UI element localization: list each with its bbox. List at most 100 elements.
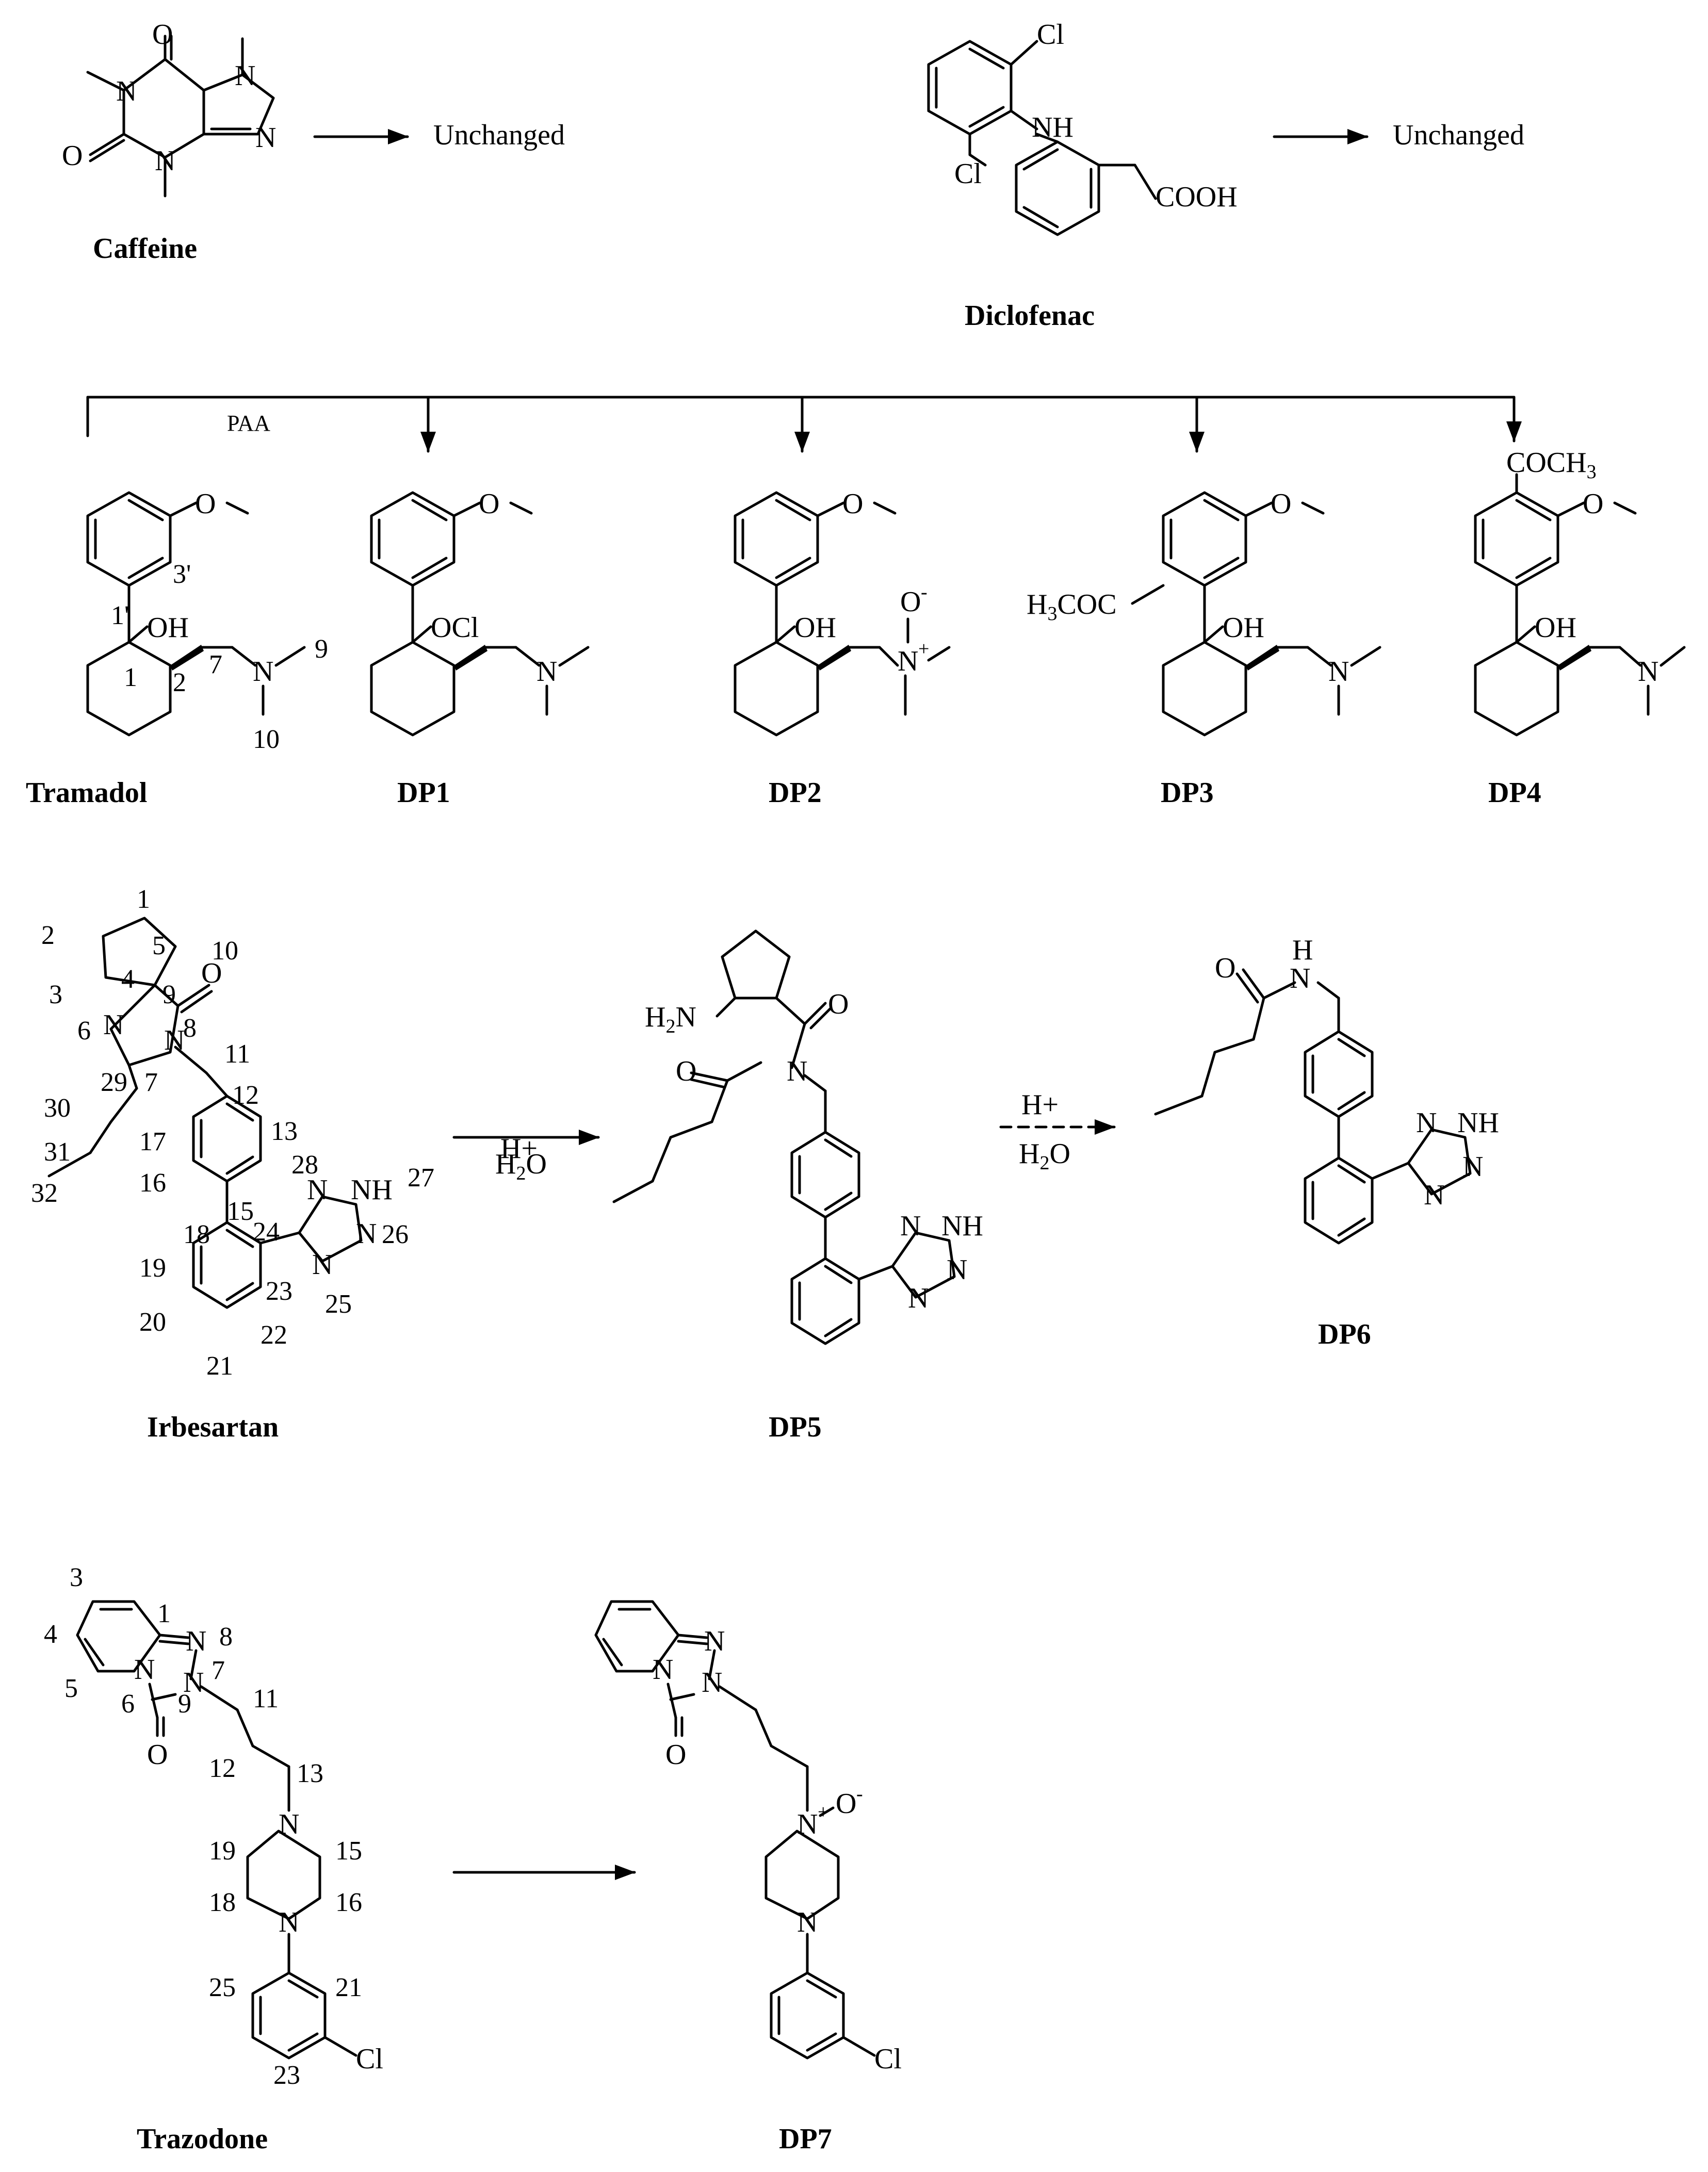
trazodone-locants: 1 3 4 5 6 7 8 9 11 12 13 15 16 18 19 21 … bbox=[44, 1563, 362, 2090]
tetrazole-n-label: N bbox=[307, 1174, 328, 1206]
locant: 3 bbox=[70, 1563, 83, 1592]
tetrazole-n-label: N bbox=[312, 1249, 333, 1281]
carbonyl-o-label: O bbox=[1215, 952, 1235, 984]
carbonyl-o-label: O bbox=[152, 19, 173, 51]
locant: 27 bbox=[408, 1163, 434, 1193]
locant: 5 bbox=[64, 1674, 78, 1703]
bond bbox=[927, 646, 951, 662]
locant: 6 bbox=[121, 1689, 135, 1719]
locant: 19 bbox=[209, 1836, 236, 1866]
amide-n-label: N bbox=[1290, 962, 1310, 994]
diclofenac-name: Diclofenac bbox=[965, 300, 1095, 332]
locant: 8 bbox=[183, 1014, 197, 1043]
carbonyl-o-label: O bbox=[147, 1739, 168, 1771]
tetrazole-nh-label: NH bbox=[351, 1174, 393, 1206]
n-label: N bbox=[702, 1667, 722, 1699]
methoxy-o-label: O bbox=[479, 488, 499, 520]
locant: 2 bbox=[41, 921, 55, 950]
acetyl-h-label: H3COC bbox=[1027, 589, 1117, 625]
nh-label: NH bbox=[1032, 111, 1073, 143]
locant: 1 bbox=[157, 1599, 171, 1628]
hydroxyl-label: OH bbox=[1223, 612, 1264, 644]
locant: 13 bbox=[297, 1759, 323, 1788]
bond bbox=[558, 646, 590, 667]
hydroxyl-label: OH bbox=[147, 612, 189, 644]
locant: 11 bbox=[224, 1039, 250, 1069]
reagent-water: H2O bbox=[495, 1148, 547, 1184]
piperazine-n-label: N bbox=[797, 1906, 818, 1938]
locant: 2 bbox=[173, 668, 186, 697]
tramadol-branch-lines bbox=[86, 396, 1522, 453]
bond bbox=[231, 646, 257, 667]
locant: 23 bbox=[273, 2061, 300, 2090]
dp7-structure bbox=[594, 1600, 876, 2060]
n-label: N bbox=[787, 1055, 807, 1087]
locant: 16 bbox=[335, 1888, 362, 1917]
bond bbox=[514, 646, 541, 667]
dp6-structure bbox=[1154, 968, 1472, 1245]
n-oxide-n-label: N bbox=[797, 1808, 818, 1840]
locant: 1 bbox=[124, 663, 137, 692]
locant: 26 bbox=[382, 1220, 409, 1249]
locant: 22 bbox=[261, 1320, 287, 1350]
locant: 16 bbox=[139, 1168, 166, 1198]
locant: 19 bbox=[139, 1253, 166, 1283]
locant: 13 bbox=[271, 1117, 298, 1146]
locant: 3 bbox=[49, 980, 62, 1009]
n-label: N bbox=[704, 1625, 725, 1657]
tetrazole-n-label: N bbox=[947, 1254, 967, 1286]
locant: 15 bbox=[227, 1197, 254, 1226]
diclofenac-structure: Cl Cl NH COOH bbox=[927, 19, 1238, 236]
piperazine-n-label: N bbox=[279, 1808, 299, 1840]
bond bbox=[878, 646, 899, 667]
trazodone-structure bbox=[76, 1600, 357, 2060]
tetrazole-n-label: N bbox=[1416, 1107, 1437, 1139]
tetrazole-n-label: N bbox=[356, 1218, 377, 1250]
locant: 30 bbox=[44, 1093, 71, 1123]
dp6-name: DP6 bbox=[1318, 1318, 1371, 1350]
dp2-name: DP2 bbox=[769, 777, 822, 809]
locant: 23 bbox=[266, 1277, 292, 1306]
reagent-water: H2O bbox=[1019, 1138, 1070, 1174]
locant: 29 bbox=[101, 1068, 127, 1097]
n-label: N bbox=[134, 1654, 155, 1686]
n-label: N bbox=[235, 60, 255, 92]
reagent-paa: PAA bbox=[227, 411, 270, 436]
dp1-name: DP1 bbox=[397, 777, 450, 809]
tramadol-name: Tramadol bbox=[26, 777, 147, 809]
bond bbox=[1618, 646, 1642, 667]
caffeine-structure: O N O N N N bbox=[62, 19, 276, 198]
irbesartan-structure bbox=[47, 917, 363, 1309]
locant: 7 bbox=[212, 1656, 225, 1685]
irbesartan-locants: 1 2 3 4 5 6 7 8 9 10 11 12 13 15 16 17 1… bbox=[31, 885, 434, 1381]
locant: 4 bbox=[44, 1620, 57, 1649]
n-label: N bbox=[103, 1009, 124, 1041]
locant: 7 bbox=[144, 1068, 158, 1097]
locant: 1' bbox=[111, 601, 129, 630]
cooh-label: COOH bbox=[1156, 181, 1238, 213]
locant: 3' bbox=[173, 560, 191, 589]
acetyl-label: COCH3 bbox=[1506, 447, 1597, 483]
piperazine-n-label: N bbox=[279, 1906, 299, 1938]
chloro-label: Cl bbox=[356, 2043, 383, 2075]
hydroxyl-label: OH bbox=[1535, 612, 1576, 644]
locant: 10 bbox=[212, 936, 238, 966]
dp5-structure bbox=[612, 929, 956, 1345]
bond bbox=[819, 1806, 835, 1817]
n-label: N bbox=[183, 1667, 204, 1699]
n-label: N bbox=[1328, 656, 1349, 688]
locant: 1 bbox=[137, 885, 150, 914]
locant: 25 bbox=[209, 1973, 236, 2002]
locant: 21 bbox=[335, 1973, 362, 2002]
methoxy-o-label: O bbox=[1271, 488, 1291, 520]
minus-charge: - bbox=[921, 581, 928, 603]
tetrazole-n-label: N bbox=[900, 1210, 921, 1242]
locant: 21 bbox=[206, 1351, 233, 1381]
locant: 18 bbox=[183, 1220, 210, 1249]
n-label: N bbox=[255, 122, 276, 154]
n-label: N bbox=[155, 145, 175, 177]
o-minus-label: O bbox=[900, 586, 921, 618]
methoxy-o-label: O bbox=[842, 488, 863, 520]
locant: 9 bbox=[315, 634, 328, 664]
